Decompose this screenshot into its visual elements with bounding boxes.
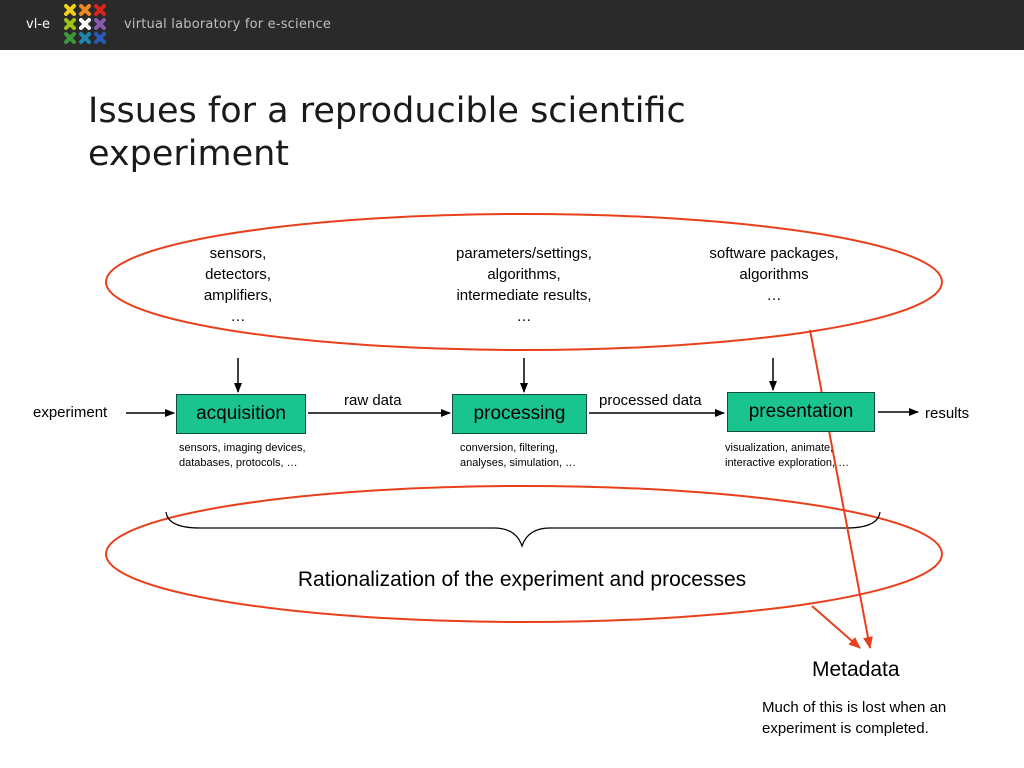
curly-brace <box>165 511 881 548</box>
metadata-title: Metadata <box>812 658 900 681</box>
stage-processing: processing <box>452 394 587 434</box>
stage-detail-line: visualization, animate, <box>725 442 834 454</box>
stage-detail-line: sensors, imaging devices, <box>179 442 306 454</box>
slide-title: Issues for a reproducible scientific exp… <box>88 90 788 176</box>
top-note-software: software packages, algorithms … <box>684 243 864 306</box>
top-note-parameters-line: parameters/settings, <box>456 245 592 262</box>
top-note-hardware: sensors, detectors, amplifiers, … <box>168 243 308 327</box>
red-arrow-to-metadata-short <box>811 605 861 649</box>
header-bar: vl-e virtual laboratory for e-science <box>0 0 1024 50</box>
pipeline-output-label: results <box>925 405 970 422</box>
pipeline-input-label: experiment <box>33 404 108 421</box>
brand-logo-text: vl-e <box>26 17 50 32</box>
stage-acquisition-details: sensors, imaging devices, databases, pro… <box>179 441 306 471</box>
top-note-hardware-line: detectors, <box>205 266 271 283</box>
top-note-parameters-line: algorithms, <box>487 266 561 283</box>
stage-detail-line: analyses, simulation, … <box>460 457 577 469</box>
top-note-software-line: … <box>766 287 782 304</box>
top-note-parameters-line: intermediate results, <box>456 287 592 304</box>
top-note-software-line: algorithms <box>739 266 809 283</box>
slide-title-line-2: experiment <box>88 134 290 174</box>
metadata-description: Much of this is lost when an experiment … <box>762 697 1002 739</box>
metadata-description-line: Much of this is lost when an <box>762 699 947 716</box>
bottom-ellipse <box>105 485 943 623</box>
top-note-parameters: parameters/settings, algorithms, interme… <box>424 243 624 327</box>
stage-processing-details: conversion, filtering, analyses, simulat… <box>460 441 576 471</box>
top-note-hardware-line: amplifiers, <box>203 287 273 304</box>
top-note-software-line: software packages, <box>709 245 839 262</box>
metadata-description-line: experiment is completed. <box>762 720 929 737</box>
top-note-hardware-line: sensors, <box>209 245 267 262</box>
stage-detail-line: databases, protocols, … <box>179 457 298 469</box>
edge-label-processed-data: processed data <box>599 392 702 409</box>
stage-detail-line: conversion, filtering, <box>460 442 558 454</box>
edge-label-raw-data: raw data <box>344 392 402 409</box>
stage-presentation-details: visualization, animate, interactive expl… <box>725 441 849 471</box>
stage-detail-line: interactive exploration, … <box>725 457 850 469</box>
top-ellipse <box>105 213 943 351</box>
red-arrow-to-metadata-long <box>809 329 873 649</box>
stage-presentation: presentation <box>727 392 875 432</box>
top-note-hardware-line: … <box>230 308 246 325</box>
stage-acquisition: acquisition <box>176 394 306 434</box>
top-note-parameters-line: … <box>516 308 532 325</box>
header-tagline: virtual laboratory for e-science <box>124 17 332 32</box>
slide-title-line-1: Issues for a reproducible scientific <box>88 91 686 131</box>
vle-logo-icon <box>64 4 106 44</box>
rationalization-text: Rationalization of the experiment and pr… <box>297 568 747 591</box>
